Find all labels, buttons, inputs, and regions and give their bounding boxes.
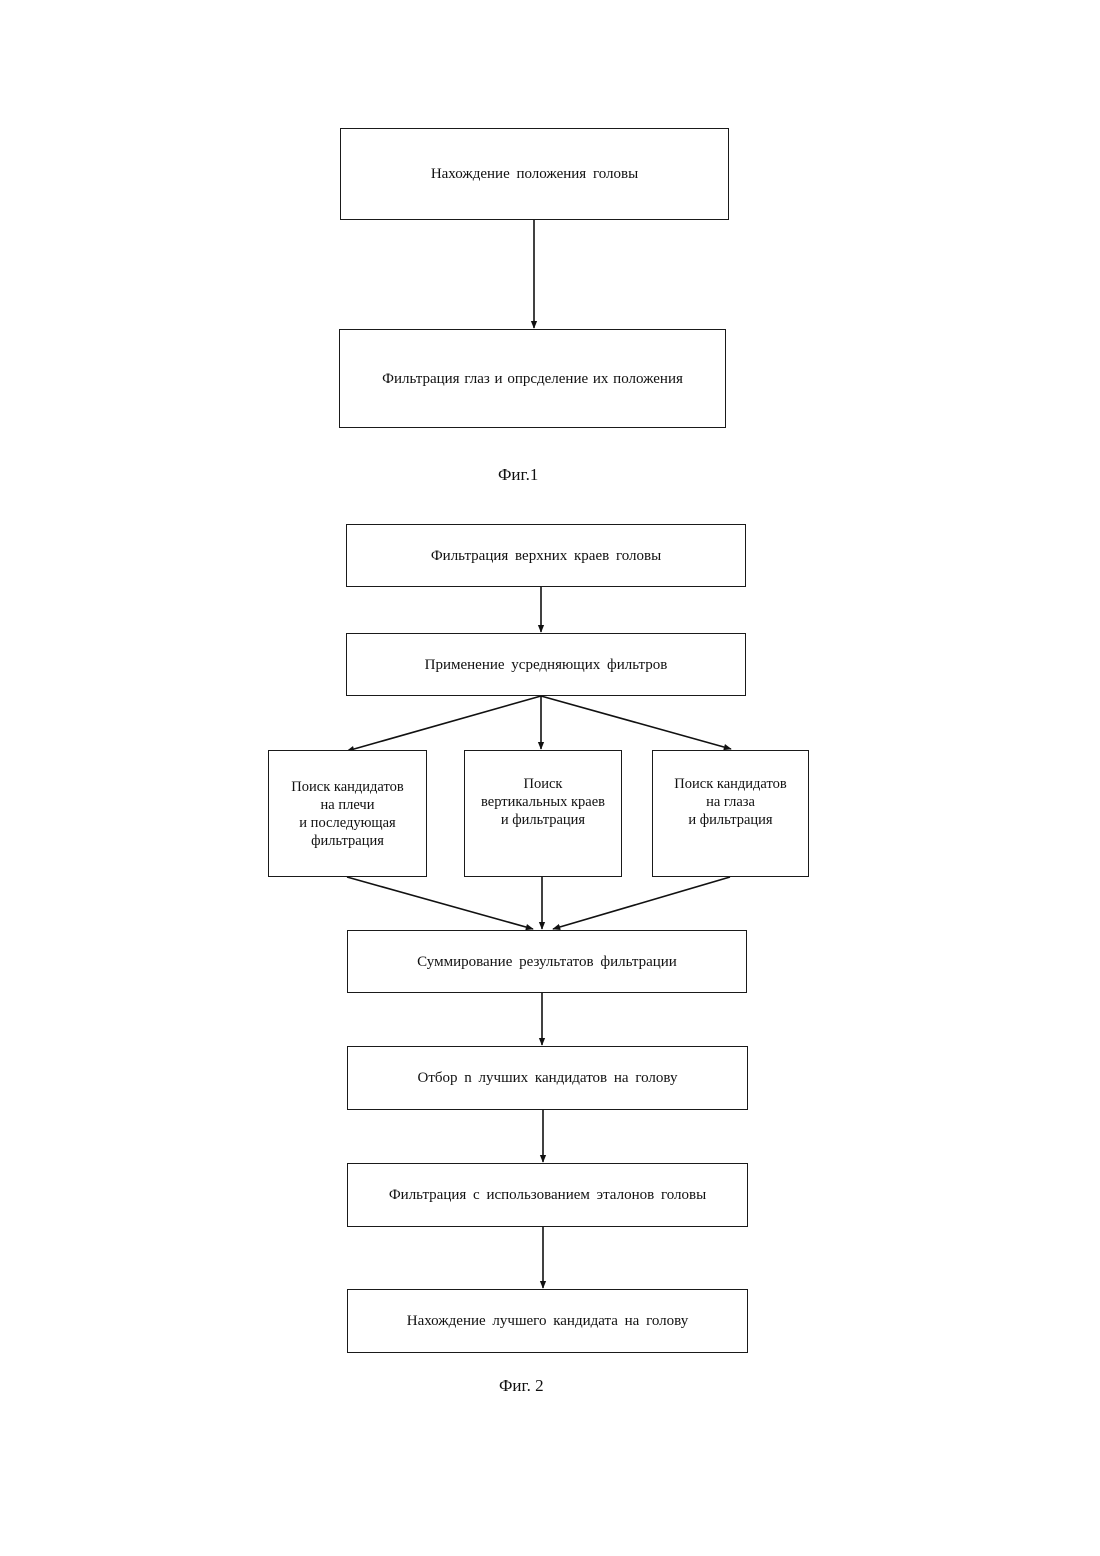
box-shoulders-label: Поиск кандидатов на плечи и последующая … [291, 778, 403, 850]
arrow-shoulders-to-sum [347, 877, 533, 929]
box-best-label: Нахождение лучшего кандидата на голову [407, 1312, 688, 1330]
box-head-position-label: Нахождение положения головы [431, 165, 638, 183]
box-shoulders: Поиск кандидатов на плечи и последующая … [268, 750, 427, 877]
box-summation-label: Суммирование результатов фильтрации [417, 953, 677, 971]
box-averaging: Применение усредняющих фильтров [346, 633, 746, 696]
figure1-caption: Фиг.1 [498, 465, 538, 485]
box-summation: Суммирование результатов фильтрации [347, 930, 747, 993]
arrow-averaging-to-shoulders [347, 696, 541, 751]
figure2-caption: Фиг. 2 [499, 1376, 544, 1396]
arrow-eyes-to-sum [553, 877, 730, 929]
box-templates-label: Фильтрация с использованием эталонов гол… [389, 1186, 706, 1204]
box-best: Нахождение лучшего кандидата на голову [347, 1289, 748, 1353]
box-vertical-edges: Поиск вертикальных краев и фильтрация [464, 750, 622, 877]
box-select-n: Отбор n лучших кандидатов на голову [347, 1046, 748, 1110]
box-templates: Фильтрация с использованием эталонов гол… [347, 1163, 748, 1227]
box-top-edges: Фильтрация верхних краев головы [346, 524, 746, 587]
box-head-position: Нахождение положения головы [340, 128, 729, 220]
box-vertical-edges-label: Поиск вертикальных краев и фильтрация [481, 775, 605, 829]
box-eyes: Поиск кандидатов на глаза и фильтрация [652, 750, 809, 877]
box-select-n-label: Отбор n лучших кандидатов на голову [418, 1069, 678, 1087]
box-eyes-label: Поиск кандидатов на глаза и фильтрация [674, 775, 786, 829]
box-averaging-label: Применение усредняющих фильтров [425, 656, 668, 674]
box-top-edges-label: Фильтрация верхних краев головы [431, 547, 661, 565]
arrow-averaging-to-eyes [541, 696, 731, 749]
box-eye-filter-label: Фильтрация глаз и опрсделение их положен… [382, 370, 683, 388]
box-eye-filter: Фильтрация глаз и опрсделение их положен… [339, 329, 726, 428]
